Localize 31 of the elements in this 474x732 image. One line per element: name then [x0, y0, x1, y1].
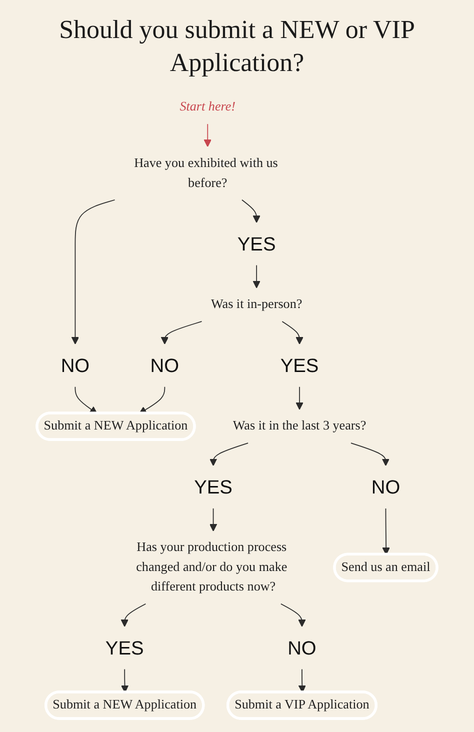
node-text: YES	[194, 476, 232, 498]
arrow	[160, 321, 202, 344]
node-text: NO	[288, 637, 316, 659]
node-text: YES	[280, 354, 319, 376]
node-text: NO	[60, 354, 90, 376]
arrow	[280, 603, 306, 627]
arrow	[120, 668, 129, 693]
node-text: Was it in-person?	[210, 298, 302, 312]
arrow	[252, 264, 260, 288]
arrow	[138, 386, 166, 414]
node-text: NO	[150, 354, 180, 376]
arrow	[350, 442, 390, 466]
arrow	[204, 124, 212, 148]
arrow	[209, 508, 218, 532]
diagram-title: Should you submit a NEW or VIP Application?	[58, 14, 416, 78]
node-text: Start here!	[180, 100, 236, 114]
arrow	[209, 442, 248, 466]
node-text: Has your production process changed and/or do you make different products now?	[136, 540, 288, 594]
arrow	[282, 321, 304, 344]
node-text: Was it in the last 3 years?	[232, 419, 366, 434]
node-text: NO	[371, 476, 400, 498]
arrow	[74, 386, 98, 414]
node-text: YES	[105, 637, 144, 659]
arrow	[71, 199, 116, 344]
arrow	[242, 199, 260, 223]
arrow	[298, 668, 306, 693]
arrow	[382, 508, 390, 555]
arrow	[120, 603, 146, 627]
arrow	[296, 386, 304, 410]
node-text: Have you exhibited with us before?	[134, 156, 278, 190]
node-text: YES	[237, 233, 276, 255]
